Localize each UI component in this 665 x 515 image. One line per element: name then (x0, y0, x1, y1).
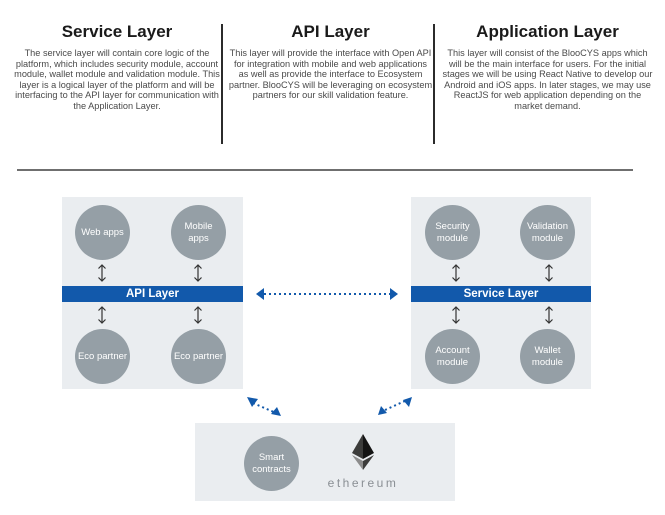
node-label: Eco partner (77, 350, 128, 362)
application-layer-description: Application Layer This layer will consis… (440, 22, 655, 112)
ethereum-wordmark: ethereum (327, 476, 399, 490)
node-label: Eco partner (173, 350, 224, 362)
double-arrow-icon (451, 306, 461, 324)
service-blockchain-connector (378, 397, 412, 415)
node-validation-module: Validation module (520, 205, 575, 260)
api-layer-text: This layer will provide the interface wi… (228, 48, 433, 101)
double-arrow-icon (451, 264, 461, 282)
node-eco-partner: Eco partner (75, 329, 130, 384)
node-label: Mobile apps (184, 221, 213, 244)
node-label: Security module (435, 221, 470, 244)
blockchain-panel (195, 423, 455, 501)
api-layer-bar: API Layer (62, 286, 243, 302)
section-divider (17, 169, 633, 171)
node-label: Validation module (526, 221, 569, 244)
arrowhead-icon (378, 406, 387, 415)
double-arrow-icon (193, 306, 203, 324)
double-arrow-icon (97, 264, 107, 282)
node-account-module: Account module (425, 329, 480, 384)
api-layer-description: API Layer This layer will provide the in… (228, 22, 433, 101)
double-arrow-icon (544, 264, 554, 282)
arrowhead-icon (271, 407, 281, 416)
application-layer-heading: Application Layer (476, 22, 619, 41)
node-label: Account module (435, 345, 470, 368)
node-wallet-module: Wallet module (520, 329, 575, 384)
column-divider (221, 24, 223, 144)
api-blockchain-connector (247, 397, 281, 416)
service-layer-bar: Service Layer (411, 286, 591, 302)
node-label: Smart contracts (252, 452, 291, 475)
node-web-apps: Web apps (75, 205, 130, 260)
service-layer-heading: Service Layer (61, 22, 173, 41)
double-arrow-icon (97, 306, 107, 324)
arrowhead-icon (403, 397, 412, 407)
column-divider (433, 24, 435, 144)
node-label: Web apps (81, 226, 124, 238)
api-service-connector (256, 288, 398, 300)
api-layer-heading: API Layer (291, 22, 370, 41)
node-label: Wallet module (531, 345, 564, 368)
node-mobile-apps: Mobile apps (171, 205, 226, 260)
arrowhead-left-icon (256, 288, 264, 300)
double-arrow-icon (544, 306, 554, 324)
node-security-module: Security module (425, 205, 480, 260)
node-eco-partner: Eco partner (171, 329, 226, 384)
arrowhead-right-icon (390, 288, 398, 300)
ethereum-diamond-icon (352, 434, 374, 470)
application-layer-text: This layer will consist of the BlooCYS a… (442, 48, 653, 111)
node-smart-contracts: Smart contracts (244, 436, 299, 491)
service-layer-text: The service layer will contain core logi… (14, 48, 220, 111)
arrowhead-icon (247, 397, 258, 407)
double-arrow-icon (193, 264, 203, 282)
service-layer-description: Service Layer The service layer will con… (12, 22, 222, 112)
